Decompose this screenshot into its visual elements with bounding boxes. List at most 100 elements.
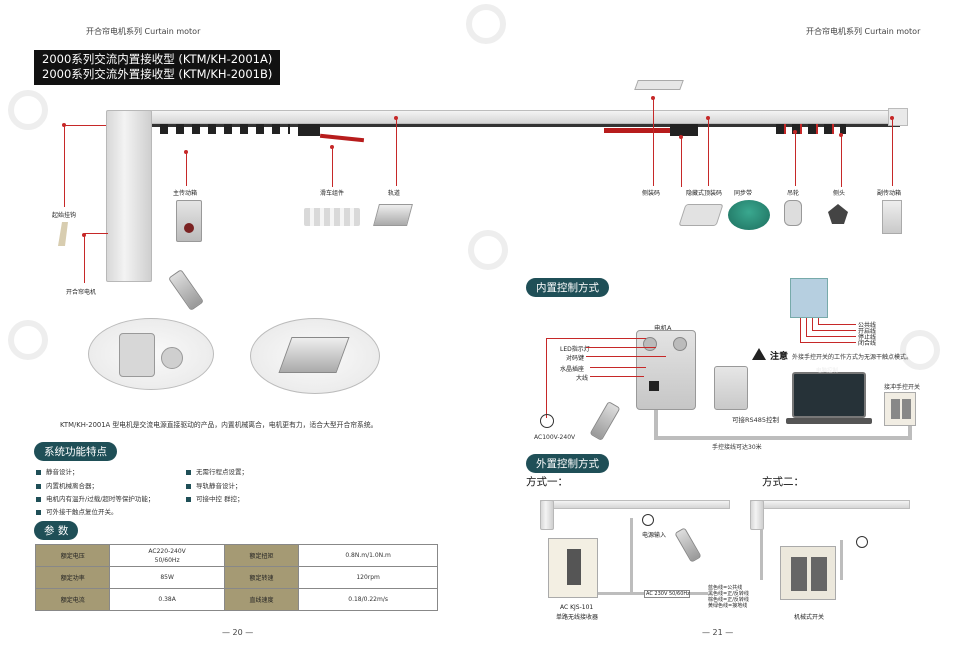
receiver-desc: 单路无线接收器: [556, 614, 599, 621]
bracket-image: [678, 204, 724, 226]
feature-item: 内置机械离合器；: [36, 480, 98, 490]
param-value: 0.38A: [109, 588, 225, 611]
callout-line: [396, 118, 397, 186]
callout-line: [84, 233, 108, 234]
callout-line: [546, 338, 547, 418]
callout-line: [800, 318, 801, 342]
feature-item: 静音设计；: [36, 466, 79, 476]
param-value: 85W: [109, 566, 225, 589]
page-header-left: 开合帘电机系列 Curtain motor: [86, 27, 201, 36]
param-value-line: 50/60Hz: [154, 556, 180, 564]
side-head-image: [828, 204, 848, 224]
callout-line: [818, 318, 819, 324]
features-title: 系统功能特点: [34, 442, 117, 461]
track-image: [373, 204, 413, 226]
rs485-label: 可接RS485控制: [732, 416, 780, 424]
motor-a-label: 电机A: [654, 324, 672, 332]
curtain-track: [108, 110, 906, 124]
control-wire: [908, 426, 912, 438]
label-start-hook: 起始挂钩: [52, 212, 77, 219]
param-key: 额定转速: [223, 566, 300, 589]
warning-triangle-icon: [752, 348, 766, 360]
mechanical-switch-label: 机械式开关: [794, 614, 825, 621]
wire-label: 停止线: [858, 334, 877, 341]
main-pulley-image: [176, 200, 202, 242]
power-input-label: 电源输入: [642, 532, 667, 539]
ac-voltage-label: AC100V-240V: [534, 434, 576, 441]
param-value: 0.18/0.22m/s: [298, 588, 438, 611]
callout-line: [795, 132, 796, 186]
page-number-right: — 21 —: [702, 628, 734, 637]
feature-item: 电机内有温升/过载/超时等保护功能；: [36, 493, 154, 503]
table-row: 额定电流 0.38A 直线速度 0.18/0.22m/s: [34, 588, 438, 611]
wiring-box-image: [790, 278, 828, 318]
callout-line: [818, 324, 856, 325]
param-value-line: AC220-240V: [148, 547, 186, 555]
note-bold: 注意: [770, 352, 789, 362]
callout-line: [812, 318, 813, 330]
switch-label: 接冲手控开关: [884, 384, 921, 391]
param-key: 直线速度: [223, 588, 300, 611]
track-method-two: [750, 500, 910, 509]
callout-line: [806, 318, 807, 336]
product-title-line2: 2000系列交流外置接收型 (KTM/KH-2001B): [42, 67, 273, 81]
label-slider: 滑车组件: [320, 190, 345, 197]
callout-line: [892, 118, 893, 186]
param-key: 额定电流: [34, 588, 111, 611]
distance-label: 手控接线可达30米: [712, 444, 762, 451]
param-value: 120rpm: [298, 566, 438, 589]
control-wire: [630, 518, 633, 594]
callout-line: [64, 125, 106, 126]
water-socket-label: 水晶插座: [560, 366, 585, 373]
callout-line: [812, 330, 856, 331]
motor-body: [106, 110, 152, 282]
control-wire: [654, 410, 658, 438]
track-method-one: [540, 500, 730, 509]
product-title-line1: 2000系列交流内置接收型 (KTM/KH-2001A): [42, 52, 273, 66]
feature-item: 导轨静音设计；: [186, 480, 242, 490]
callout-line: [546, 338, 646, 339]
motor-method-one: [540, 500, 554, 530]
feature-item: 无需行程点设置；: [186, 466, 248, 476]
product-description: KTM/KH-2001A 型电机是交流电源直接驱动的产品，内置机械离合，电机更有…: [60, 421, 378, 429]
callout-line: [84, 233, 85, 283]
control-wire: [654, 436, 912, 440]
callout-line: [681, 137, 682, 187]
callout-line: [64, 125, 65, 207]
note-text: 外接手控开关的工作方式为无源干触点模式。: [792, 354, 913, 361]
wall-switch-image: [884, 392, 916, 426]
watermark-mark: [900, 330, 940, 370]
slider-runners-right: [776, 124, 846, 134]
hidden-bracket-part: [670, 124, 698, 136]
param-key: 额定电压: [34, 544, 111, 567]
motor-method-two: [750, 500, 764, 530]
watermark-mark: [8, 90, 48, 130]
control-wire: [760, 530, 763, 580]
label-hidden-bracket: 隐藏式顶装码: [686, 190, 723, 197]
callout-line: [708, 118, 709, 186]
ac-source-icon: [540, 414, 554, 428]
led-label: LED指示灯: [560, 346, 590, 353]
control-wire: [840, 540, 843, 580]
belt-image: [728, 200, 770, 230]
callout-line: [590, 376, 644, 377]
pc-control-label: 电脑控制: [816, 368, 839, 374]
detail-ellipse-track: [250, 318, 380, 394]
motor-a-image: [636, 330, 696, 410]
laptop-image: [792, 372, 866, 418]
params-title: 参 数: [34, 521, 79, 540]
callout-line: [186, 152, 187, 186]
callout-line: [586, 347, 656, 348]
product-title-block: 2000系列交流内置接收型 (KTM/KH-2001A) 2000系列交流外置接…: [34, 50, 281, 85]
callout-line: [653, 98, 654, 186]
watermark-mark: [466, 4, 506, 44]
pair-key-label: 对码键: [566, 355, 585, 362]
wire-label: 开启线: [858, 328, 877, 335]
slider-arm: [298, 124, 320, 136]
params-table: 额定电压 AC220-240V 50/60Hz 额定扭矩 0.8N.m/1.0N…: [34, 544, 438, 611]
power-input-icon: [856, 536, 868, 548]
wire-color-label: 黄绿色线=接地线: [708, 603, 748, 609]
wire-label: 公共线: [858, 322, 877, 329]
ac-voltage-label: AC 230V 50/60Hz: [646, 591, 690, 597]
ac-voltage-bar: [644, 590, 690, 598]
